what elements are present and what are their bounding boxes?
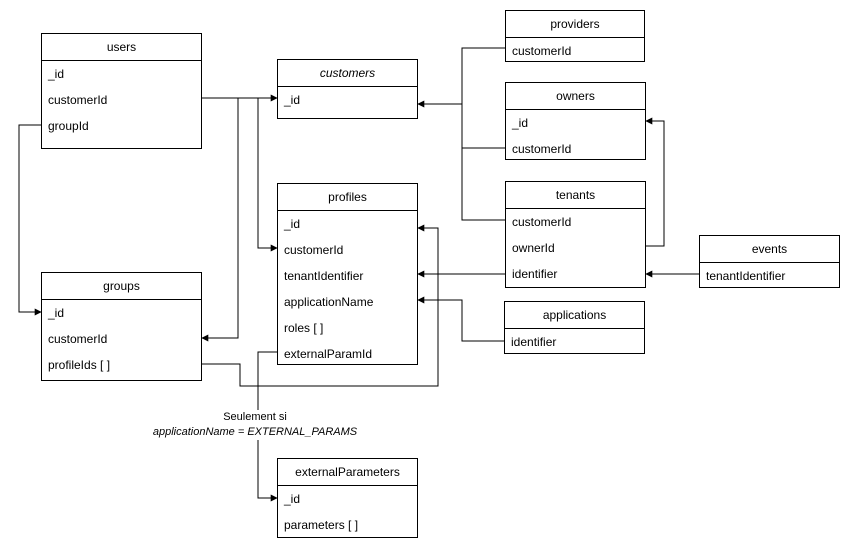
- providers-field-customerId: customerId: [512, 44, 572, 58]
- entity-applications[interactable]: applications identifier: [504, 301, 645, 354]
- entity-applications-title: applications: [505, 302, 644, 329]
- tenants-field-customerId: customerId: [512, 215, 572, 229]
- profiles-field-applicationName: applicationName: [284, 295, 374, 309]
- profiles-field-tenantIdentifier: tenantIdentifier: [284, 269, 364, 283]
- tenants-field-identifier: identifier: [512, 267, 558, 281]
- externalParameters-field-id: _id: [284, 492, 301, 506]
- edge-tenants-owners: [645, 117, 665, 247]
- profiles-field-customerId: customerId: [284, 243, 344, 257]
- entity-profiles[interactable]: profiles _id customerId tenantIdentifier…: [277, 183, 418, 365]
- entity-profiles-title: profiles: [278, 184, 417, 211]
- entity-providers[interactable]: providers customerId: [505, 10, 645, 62]
- edge-tenants-customers: [461, 104, 505, 221]
- groups-field-customerId: customerId: [48, 332, 108, 346]
- entity-events[interactable]: events tenantIdentifier: [699, 235, 840, 288]
- customers-field-id: _id: [284, 93, 301, 107]
- groups-field-id: _id: [48, 306, 65, 320]
- users-field-id: _id: [48, 67, 65, 81]
- tenants-field-ownerId: ownerId: [512, 241, 555, 255]
- entity-users-title: users: [42, 34, 201, 61]
- edge-users-customerId-profiles: [257, 98, 278, 252]
- edge-providers-customers: [417, 47, 505, 108]
- condition-note-line1: Seulement si: [223, 411, 287, 423]
- groups-field-profileIds: profileIds [ ]: [48, 358, 111, 372]
- condition-note-line2: applicationName = EXTERNAL_PARAMS: [152, 426, 358, 438]
- entity-tenants[interactable]: tenants customerId ownerId identifier: [505, 181, 646, 288]
- entity-groups[interactable]: groups _id customerId profileIds [ ]: [41, 272, 202, 381]
- edge-users-customerId-groups: [201, 98, 239, 342]
- profiles-field-roles: roles [ ]: [284, 321, 324, 335]
- entity-events-title: events: [700, 236, 839, 263]
- entity-groups-title: groups: [42, 273, 201, 300]
- condition-note: Seulement si applicationName = EXTERNAL_…: [120, 410, 390, 440]
- edge-owners-customers: [461, 104, 505, 149]
- edge-groups-profiles: [202, 224, 439, 387]
- applications-field-identifier: identifier: [511, 335, 557, 349]
- entity-users[interactable]: users _id customerId groupId: [41, 33, 202, 149]
- entity-externalParameters[interactable]: externalParameters _id parameters [ ]: [277, 458, 418, 538]
- profiles-field-id: _id: [284, 217, 301, 231]
- entity-owners-title: owners: [506, 83, 645, 110]
- users-field-customerId: customerId: [48, 93, 108, 107]
- externalParameters-field-parameters: parameters [ ]: [284, 518, 359, 532]
- events-field-tenantIdentifier: tenantIdentifier: [706, 269, 786, 283]
- owners-field-id: _id: [512, 116, 529, 130]
- entity-externalParameters-title: externalParameters: [278, 459, 417, 486]
- entity-customers[interactable]: customers _id: [277, 59, 418, 119]
- owners-field-customerId: customerId: [512, 142, 572, 156]
- users-field-groupId: groupId: [48, 119, 89, 133]
- profiles-field-externalParamId: externalParamId: [284, 347, 373, 361]
- entity-owners[interactable]: owners _id customerId: [505, 82, 646, 160]
- edge-users-groupId-groups: [18, 124, 42, 316]
- entity-customers-title: customers: [278, 60, 417, 87]
- edge-applications-profiles: [417, 296, 505, 342]
- entity-providers-title: providers: [506, 11, 644, 38]
- entity-tenants-title: tenants: [506, 182, 645, 209]
